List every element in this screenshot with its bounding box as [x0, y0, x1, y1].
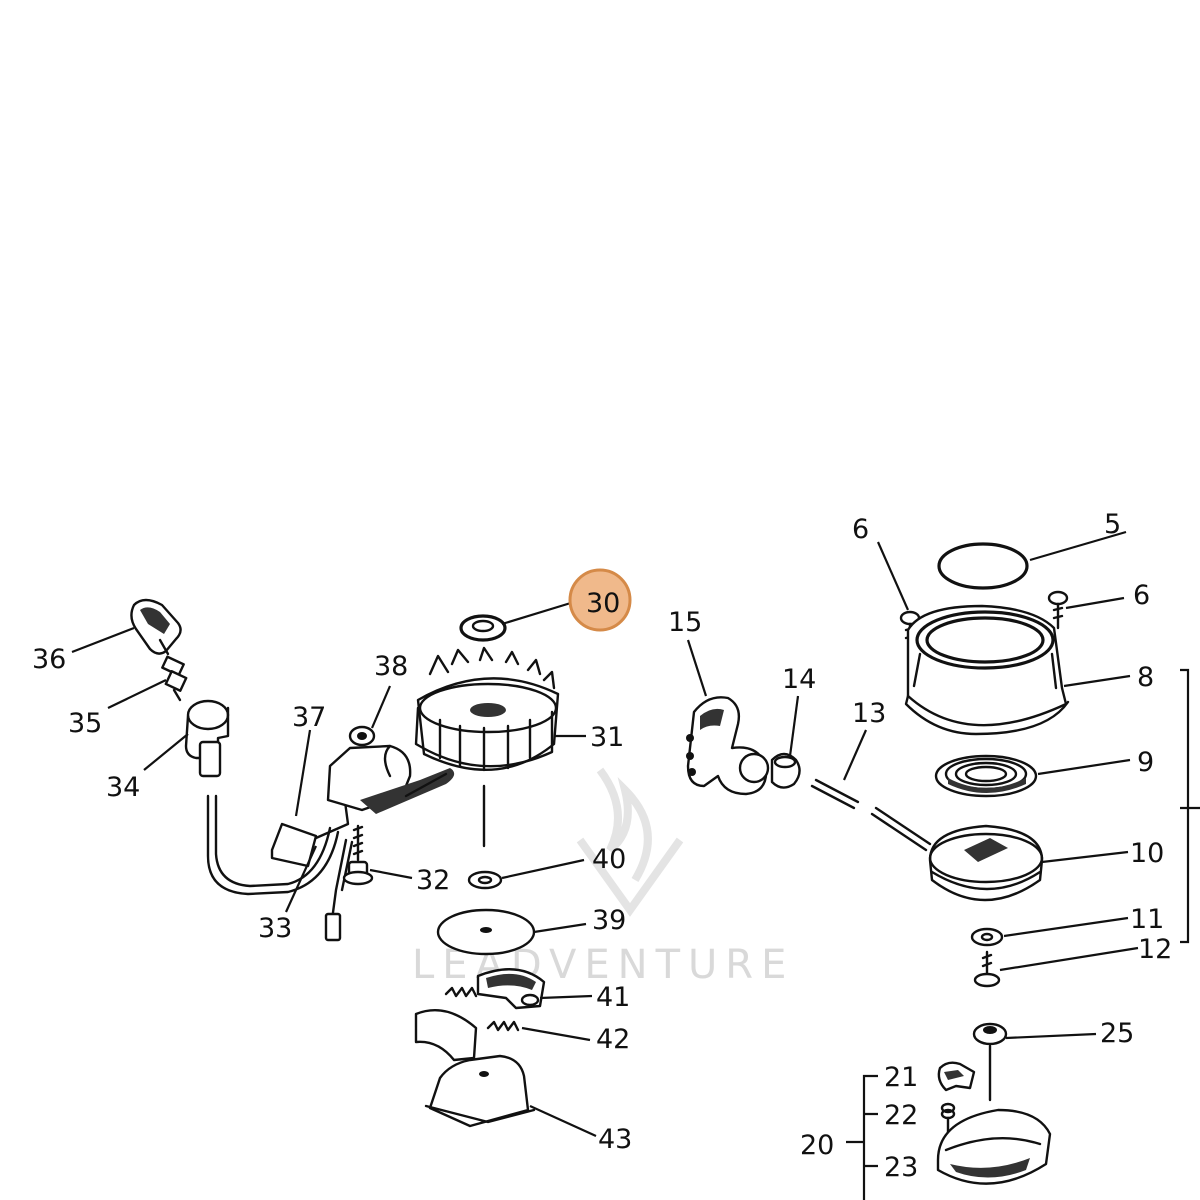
part-10-pulley[interactable] — [928, 824, 1044, 902]
callout-14[interactable]: 14 — [782, 664, 816, 695]
callout-13[interactable]: 13 — [852, 698, 886, 729]
part-5-o-ring[interactable] — [937, 542, 1029, 590]
callout-39[interactable]: 39 — [592, 905, 626, 936]
part-38-grommet[interactable] — [348, 725, 376, 747]
callout-38[interactable]: 38 — [374, 651, 408, 682]
part-39-plate[interactable] — [436, 908, 536, 956]
callout-6-right[interactable]: 6 — [1133, 580, 1150, 611]
leader-lines — [71, 530, 1139, 1138]
callout-labels: 5 6 6 8 9 10 11 12 13 14 15 20 21 22 23 … — [32, 509, 1172, 1183]
callout-25[interactable]: 25 — [1100, 1018, 1134, 1049]
part-12-screw[interactable] — [973, 950, 1001, 988]
callout-35[interactable]: 35 — [68, 708, 102, 739]
part-13-rope[interactable] — [810, 778, 932, 852]
part-34-connector[interactable] — [184, 699, 230, 778]
bracket-right — [1180, 668, 1200, 944]
part-43-cover[interactable] — [424, 1054, 536, 1128]
part-41-clutch-shoe[interactable] — [476, 968, 546, 1010]
callout-10[interactable]: 10 — [1130, 838, 1164, 869]
callout-41[interactable]: 41 — [596, 982, 630, 1013]
callout-5[interactable]: 5 — [1104, 509, 1121, 540]
callout-9[interactable]: 9 — [1137, 747, 1154, 778]
part-23-drum[interactable] — [936, 1108, 1052, 1185]
highlight-circle-30 — [568, 568, 632, 632]
part-15-starter-handle[interactable] — [686, 696, 770, 796]
callout-15[interactable]: 15 — [668, 607, 702, 638]
part-37-ignition-coil[interactable] — [206, 744, 455, 942]
part-42-spring[interactable] — [414, 986, 520, 1062]
part-21-pawl[interactable] — [937, 1061, 976, 1092]
callout-21[interactable]: 21 — [884, 1062, 918, 1093]
part-8-starter-housing[interactable] — [904, 604, 1070, 736]
part-25-nut[interactable] — [972, 1022, 1008, 1102]
part-40-washer[interactable] — [467, 870, 503, 890]
callout-23[interactable]: 23 — [884, 1152, 918, 1183]
part-31-flywheel[interactable] — [414, 646, 560, 848]
part-36-plug-cap[interactable] — [130, 598, 182, 656]
callout-22[interactable]: 22 — [884, 1100, 918, 1131]
callout-34[interactable]: 34 — [106, 772, 140, 803]
part-11-washer[interactable] — [970, 927, 1004, 947]
callout-37[interactable]: 37 — [292, 702, 326, 733]
callout-32[interactable]: 32 — [416, 865, 450, 896]
part-6-bolt-right[interactable] — [1047, 590, 1069, 630]
callout-11[interactable]: 11 — [1130, 904, 1164, 935]
callout-8[interactable]: 8 — [1137, 662, 1154, 693]
callout-42[interactable]: 42 — [596, 1024, 630, 1055]
part-32-bolt[interactable] — [342, 824, 374, 886]
callout-40[interactable]: 40 — [592, 844, 626, 875]
part-30-washer[interactable] — [459, 614, 507, 642]
part-35-spark-plug[interactable] — [161, 655, 188, 702]
callout-31[interactable]: 31 — [590, 722, 624, 753]
callout-30[interactable]: 30 — [586, 588, 620, 619]
part-14-rope-stopper[interactable] — [770, 752, 801, 789]
bracket-20 — [846, 1074, 878, 1200]
callout-6-left[interactable]: 6 — [852, 514, 869, 545]
callout-33[interactable]: 33 — [258, 913, 292, 944]
callout-20[interactable]: 20 — [800, 1130, 834, 1161]
callout-43[interactable]: 43 — [598, 1124, 632, 1155]
callout-12[interactable]: 12 — [1138, 934, 1172, 965]
callout-36[interactable]: 36 — [32, 644, 66, 675]
part-9-recoil-spring[interactable] — [934, 754, 1038, 798]
